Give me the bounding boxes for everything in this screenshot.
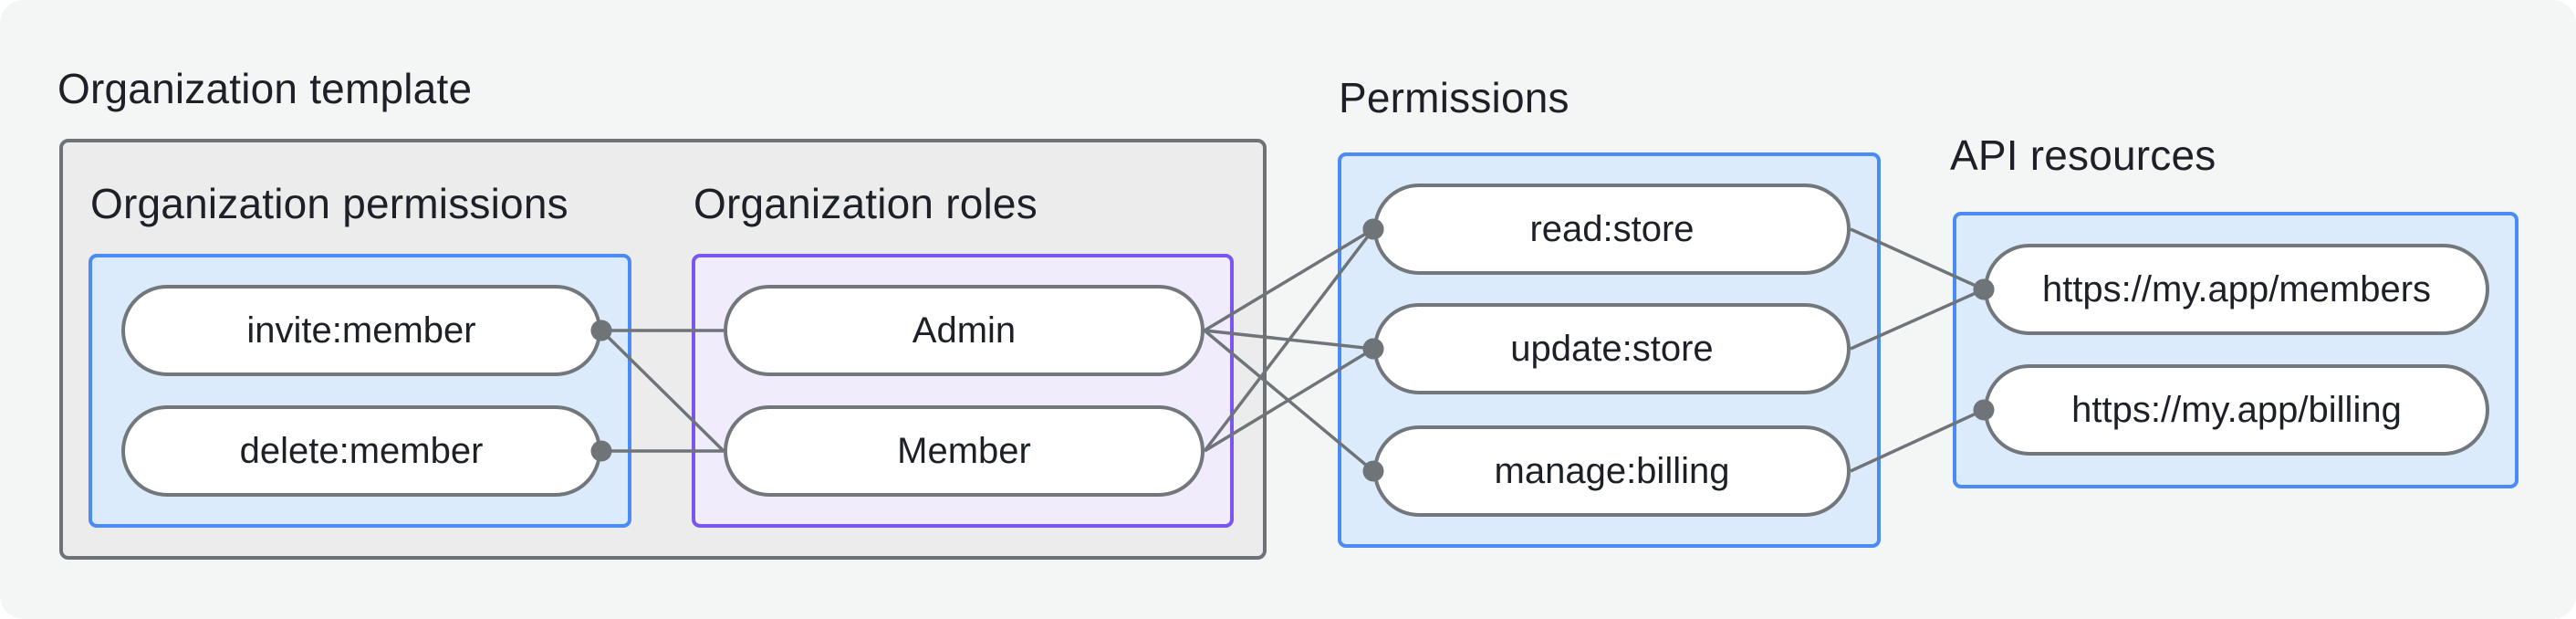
api-resources-label: API resources — [1950, 131, 2216, 179]
node-billing-api-resource: https://my.app/billing — [1984, 364, 2489, 456]
node-invite-member: invite:member — [121, 285, 601, 376]
node-delete-member: delete:member — [121, 405, 601, 497]
organization-permissions-label: Organization permissions — [90, 180, 568, 227]
permissions-label: Permissions — [1339, 74, 1570, 121]
node-update-store: update:store — [1373, 303, 1851, 394]
node-admin-role: Admin — [724, 285, 1205, 376]
node-read-store: read:store — [1373, 184, 1851, 275]
organization-roles-label: Organization roles — [694, 180, 1038, 227]
node-members-api-resource: https://my.app/members — [1984, 244, 2489, 335]
organization-template-label: Organization template — [57, 65, 473, 112]
node-member-role: Member — [724, 405, 1205, 497]
node-manage-billing: manage:billing — [1373, 425, 1851, 517]
